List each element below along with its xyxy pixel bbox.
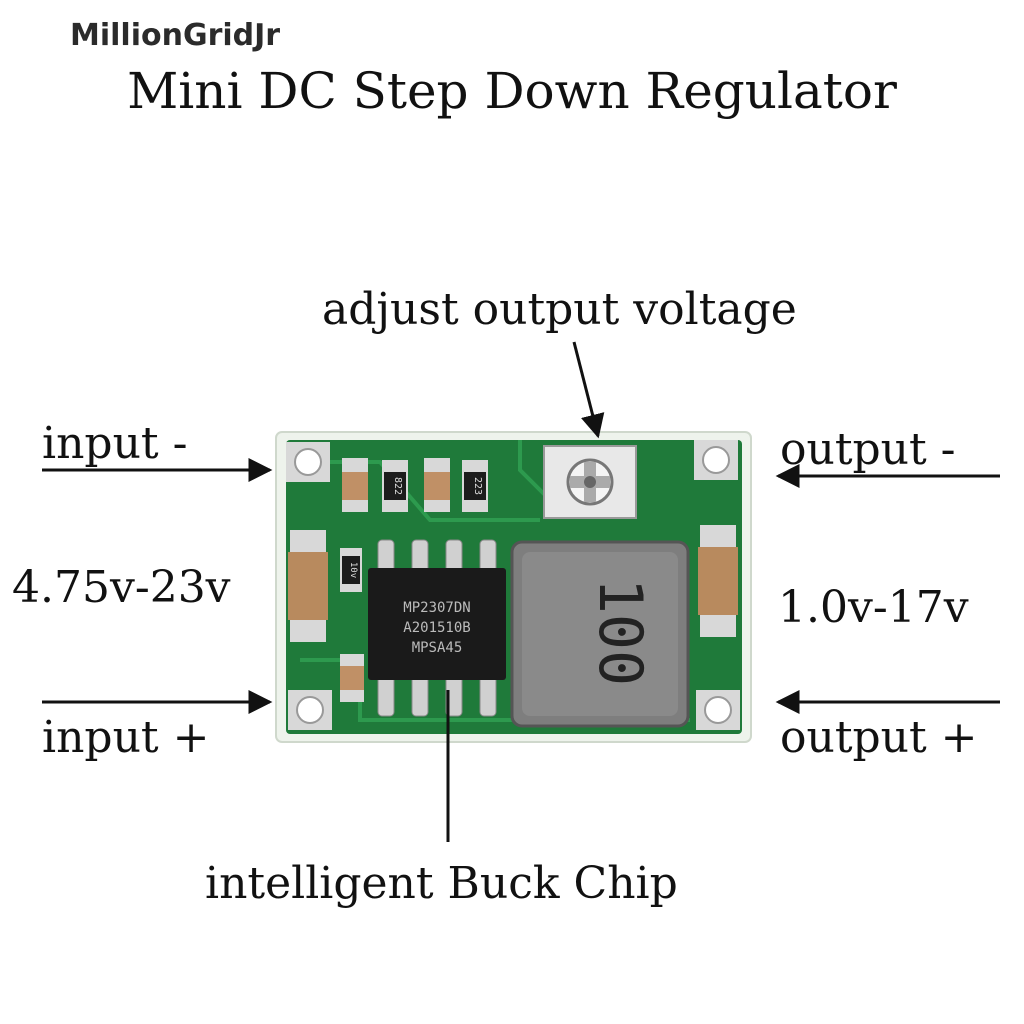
resistor-code: 822 (392, 477, 403, 495)
small-component-marking: 10v (348, 562, 358, 578)
label-input-range: 4.75v-23v (12, 562, 231, 613)
page-title: Mini DC Step Down Regulator (127, 62, 897, 120)
chip-pins (377, 539, 497, 717)
smd-capacitor (340, 654, 364, 702)
inductor-marking: 100 (585, 578, 655, 686)
pcb-trace (518, 440, 547, 497)
label-input-plus: input + (42, 712, 210, 763)
buck-chip: MP2307DN A201510B MPSA45 (368, 568, 506, 680)
label-output-plus: output + (780, 712, 978, 763)
smd-resistor: 822 (382, 460, 408, 512)
mounting-hole (694, 440, 738, 480)
chip-marking-line: MP2307DN (403, 600, 470, 616)
arrow-adjust-voltage (572, 341, 605, 439)
inductor: 100 (510, 540, 690, 728)
output-capacitor (698, 525, 738, 637)
mounting-hole (696, 690, 740, 730)
potentiometer (543, 445, 637, 519)
label-output-range: 1.0v-17v (778, 582, 969, 633)
label-input-minus: input - (42, 418, 188, 469)
chip-marking-line: A201510B (403, 620, 470, 636)
smd-resistor: 223 (462, 460, 488, 512)
label-intelligent-buck-chip: intelligent Buck Chip (205, 858, 678, 909)
mounting-hole (286, 442, 330, 482)
label-adjust-output-voltage: adjust output voltage (322, 284, 797, 335)
label-output-minus: output - (780, 424, 956, 475)
input-capacitor (288, 530, 328, 642)
resistor-code: 223 (472, 477, 483, 495)
watermark-text: MillionGridJr (70, 18, 281, 53)
smd-capacitor (342, 458, 368, 512)
mounting-hole (288, 690, 332, 730)
smd-capacitor (424, 458, 450, 512)
chip-marking-line: MPSA45 (412, 640, 463, 656)
small-resistor: 10v (340, 548, 362, 592)
